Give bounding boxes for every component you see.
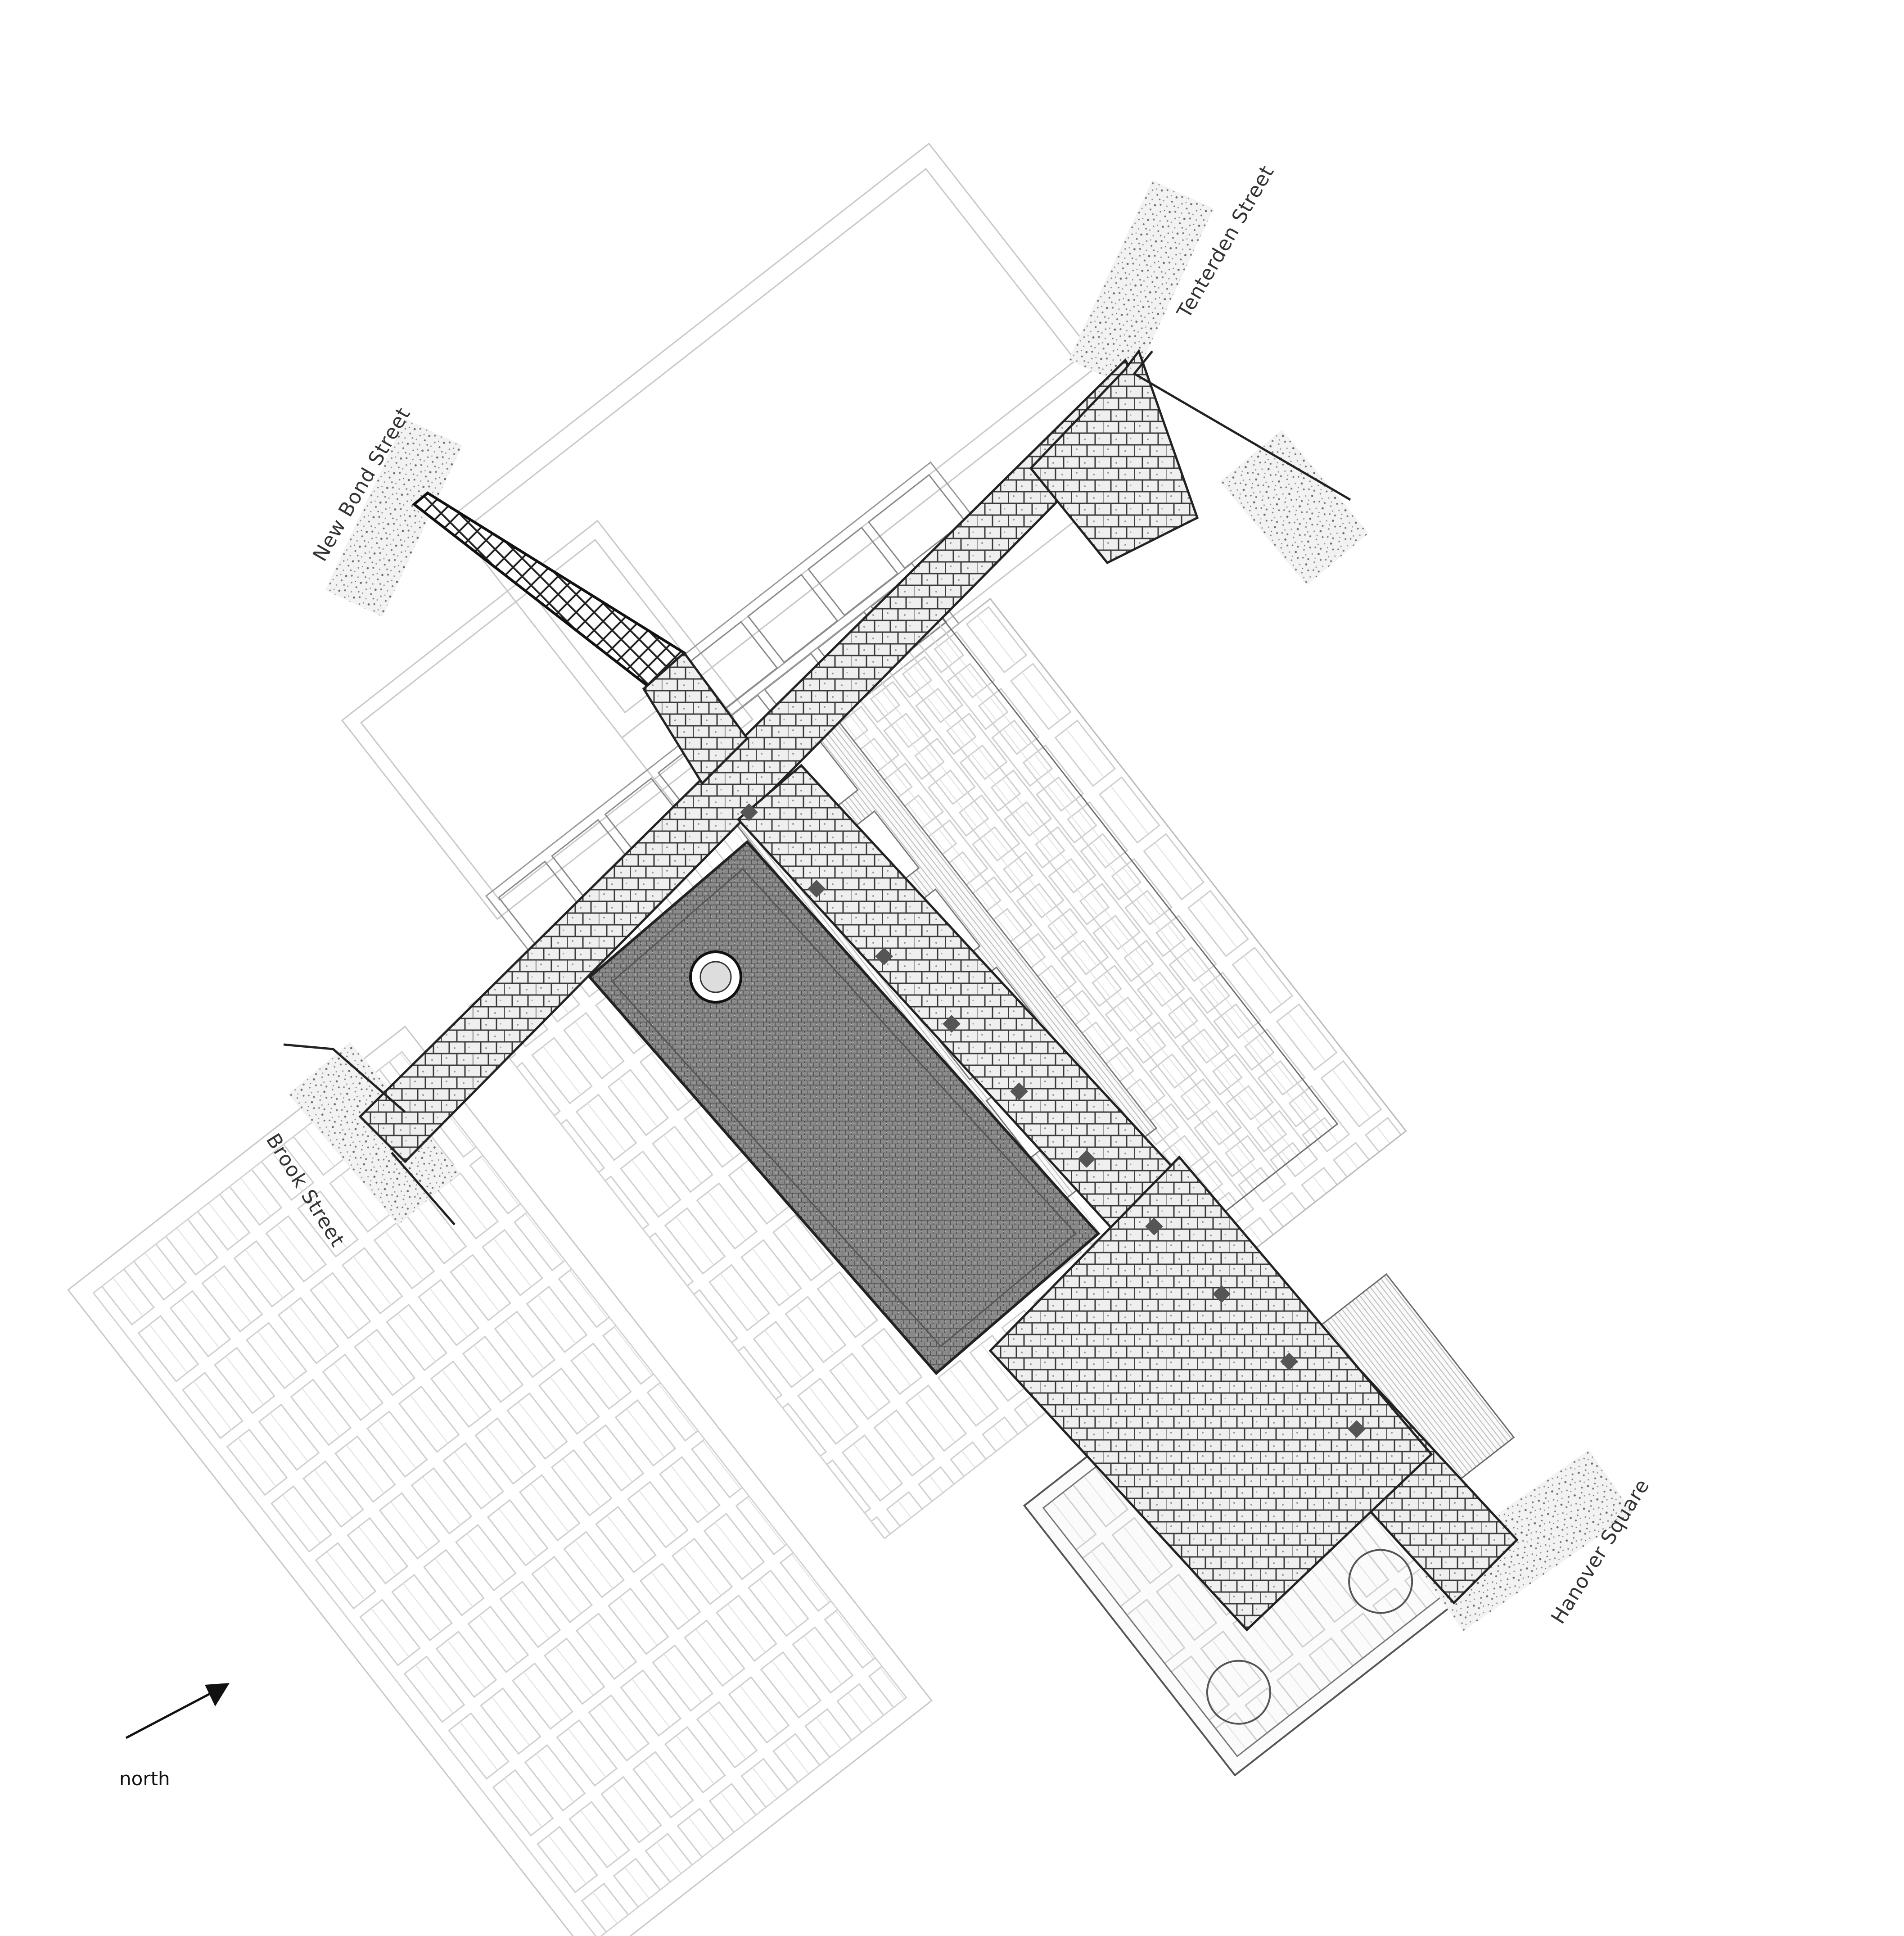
route-lower-plaza: [988, 1155, 1433, 1632]
street-zone-new-bond: [325, 419, 462, 617]
edge-outlines: [283, 350, 1351, 1226]
building-south-west: [67, 1025, 933, 1936]
north-label: north: [119, 1768, 170, 1790]
central-courtyard: [587, 840, 1101, 1375]
walkway-columns: [740, 803, 1366, 1438]
north-arrow: north: [119, 1683, 230, 1790]
street-zone-tenterden: [1069, 180, 1214, 389]
north-arrow-head-icon: [205, 1683, 230, 1706]
building-west: [341, 520, 754, 920]
paved-routes: [358, 348, 1519, 1632]
street-zone-hanover: [1419, 1450, 1633, 1632]
street-zone-tenterden-east: [1220, 430, 1369, 585]
new-bond-bridge: [412, 491, 686, 696]
route-tenterden-spur: [1029, 348, 1199, 565]
street-zones: [288, 180, 1633, 1632]
north-arrow-shaft: [125, 1692, 212, 1739]
route-new-bond-junction: [642, 651, 749, 785]
street-zone-brook: [288, 1042, 460, 1226]
